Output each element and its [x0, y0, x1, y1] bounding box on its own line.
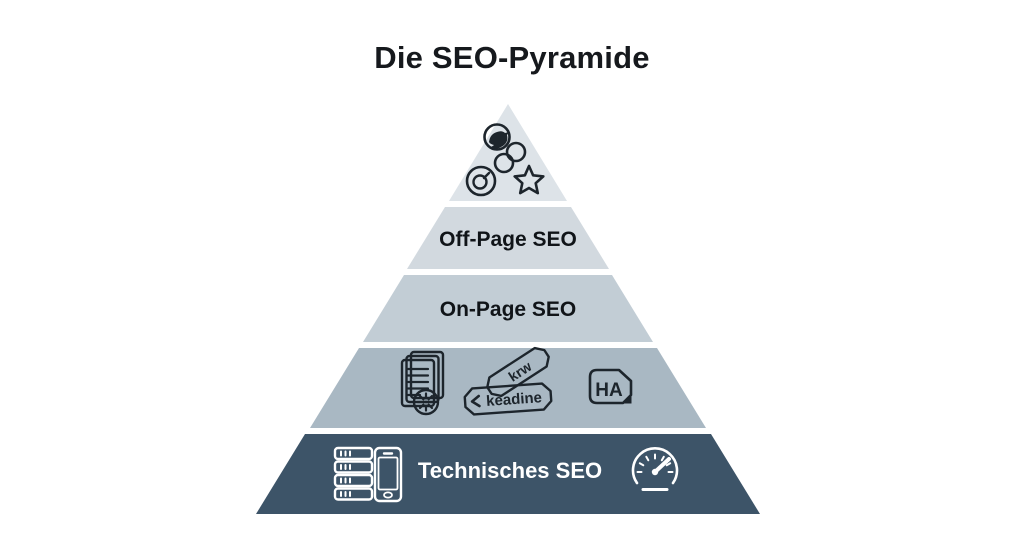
- tier-off-page-seo: [407, 207, 609, 269]
- tier-on-page-seo: [363, 275, 653, 342]
- twitter-icon: [483, 123, 511, 151]
- on-page-seo-label: On-Page SEO: [440, 298, 577, 321]
- off-page-seo-label: Off-Page SEO: [439, 228, 577, 251]
- server-rack-icon: [333, 446, 374, 501]
- smartphone-icon: [373, 446, 403, 503]
- speedometer-icon: [631, 447, 679, 491]
- tier-technical-seo: [256, 434, 760, 514]
- heading-badge-label: HA: [595, 380, 623, 401]
- heading-badge-icon: HA: [588, 368, 633, 405]
- headline-tag-icon: keadine: [463, 382, 553, 416]
- chevron-left-icon: [470, 394, 481, 408]
- star-icon: [513, 164, 545, 195]
- technical-seo-label: Technisches SEO: [418, 458, 602, 483]
- chain-link-icon: [493, 141, 527, 174]
- page-title: Die SEO-Pyramide: [374, 40, 650, 75]
- content-pages-icon: [400, 350, 445, 416]
- headline-tag-label: keadine: [486, 389, 543, 410]
- tier-content-elements: [310, 348, 706, 428]
- link-badge-icon: [465, 165, 497, 197]
